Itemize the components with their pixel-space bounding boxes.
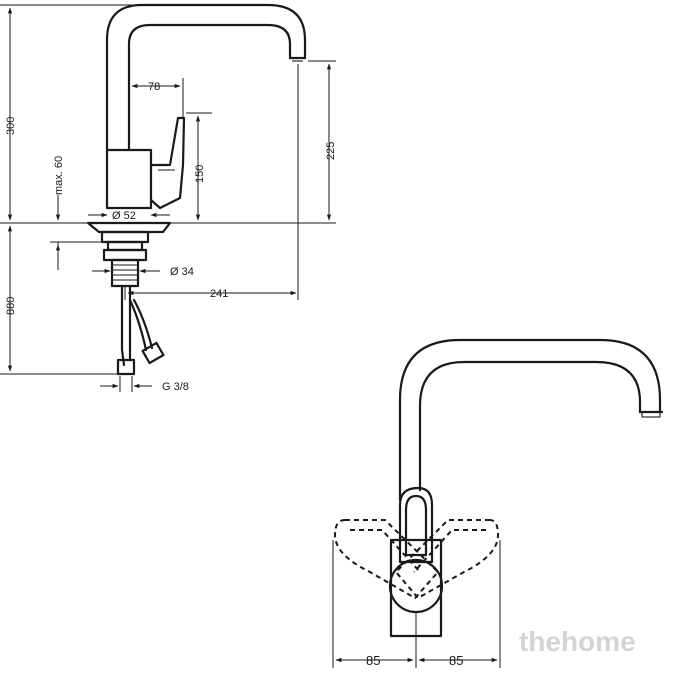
base-flange [86,221,172,234]
spout-outer [105,3,307,152]
front-spout-outer [398,338,662,502]
lever-swing-right [394,519,500,600]
faucet-body [105,148,153,210]
dim-thread-diameter: Ø 34 [170,266,194,278]
hose-connector-2 [141,341,165,365]
mounting-thread [102,240,148,288]
dim-max-60: max. 60 [53,156,65,195]
hose-connector [116,358,136,376]
dim-swing-left: 85 [366,653,380,668]
lever-handle [149,116,186,210]
dim-lever-150: 150 [194,165,206,183]
dim-connection-thread: G 3/8 [162,381,189,393]
dim-lever-78: 78 [148,81,160,93]
watermark: thehome [519,626,636,657]
front-lever-handle [398,486,434,564]
front-spout-inner [418,360,642,492]
side-view: 300 max. 60 Ø 52 78 150 225 Ø 34 241 [0,3,337,393]
base-ring [100,230,150,244]
dim-reach-241: 241 [210,288,228,300]
spout-inner [127,23,292,152]
hose-left [120,284,126,367]
dim-height-300: 300 [5,117,17,135]
dim-swing-right: 85 [449,653,463,668]
dim-hose-880: 880 [5,297,17,315]
hose-right [132,298,154,350]
dim-spout-225: 225 [325,142,337,160]
dim-base-diameter: Ø 52 [112,210,136,222]
front-view: 85 85 [332,338,664,668]
lever-swing-left [333,519,440,600]
